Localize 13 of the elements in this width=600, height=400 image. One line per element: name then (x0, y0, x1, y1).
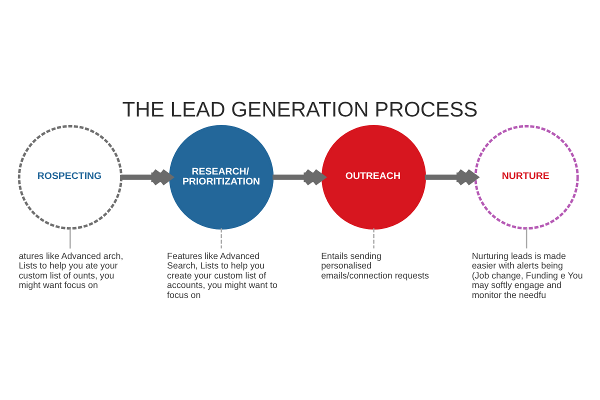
diagram-title: THE LEAD GENERATION PROCESS (122, 98, 478, 122)
node-text: Nurturing leads is made easier with alerts being (Job change, Funding e You may softly engage and monitor the needfu (472, 251, 583, 300)
node-text: atures like Advanced arch, Lists to help you ate your custom list of ounts, you might want focus on (18, 251, 124, 290)
node-circle: NURTURE (474, 125, 579, 230)
node-text: Entails sending personalised emails/connection requests (321, 251, 430, 280)
node-text: Features like Advanced Search, Lists to help you create your custom list of accounts, you might want to focus on (167, 251, 278, 300)
node-circle: OUTREACH (321, 125, 426, 230)
connector (526, 228, 528, 248)
connector (70, 228, 71, 249)
node-circle: RESEARCH/ PRIORITIZATION (169, 125, 274, 230)
connector (220, 228, 222, 248)
node-circle: ROSPECTING (18, 125, 122, 230)
connector (373, 228, 374, 248)
